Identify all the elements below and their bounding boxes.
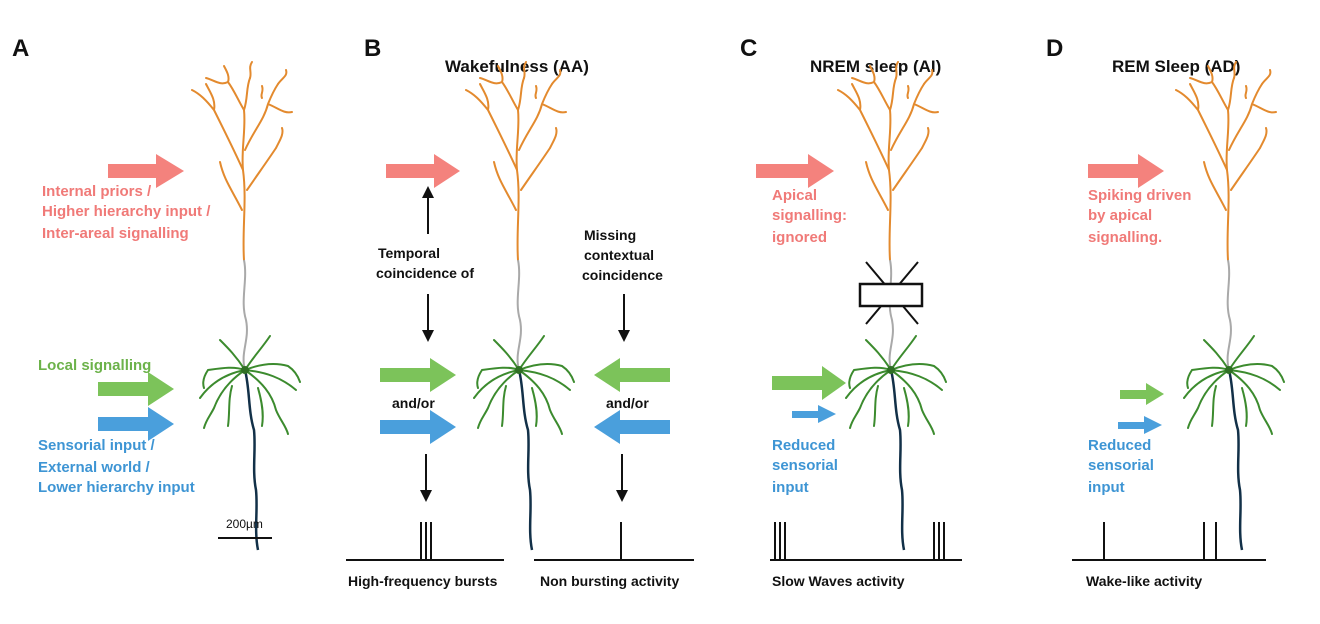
sensory-arrow-c <box>792 405 836 423</box>
temporal-coincidence-text: Temporal coincidence of <box>376 245 474 281</box>
local-arrow-d <box>1120 383 1164 405</box>
panel-d: D REM Sleep (AD) Spiking driven by apica… <box>1046 35 1286 589</box>
missing-coincidence-text: Missing contextual coincidence <box>582 227 663 283</box>
spike-trace-slow-waves <box>770 522 962 561</box>
panel-c: C NREM sleep (AI) Apical signalling: ign… <box>740 35 962 589</box>
down-arrow-b-burst <box>420 454 432 502</box>
panel-title-b: Wakefulness (AA) <box>445 57 589 76</box>
apical-input-arrow-b <box>386 154 460 188</box>
reduced-sensory-text-d: Reduced sensorial input <box>1088 437 1158 496</box>
sensory-arrow-d <box>1118 416 1162 434</box>
local-signalling-text: Local signalling <box>38 357 151 374</box>
apical-input-arrow-c <box>756 154 834 188</box>
panel-label-a: A <box>12 35 29 62</box>
down-arrow-b-right <box>618 294 630 342</box>
caption-bursts: High-frequency bursts <box>348 573 498 589</box>
apical-ignored-text: Apical signalling: ignored <box>772 187 851 246</box>
apical-input-text: Internal priors / Higher hierarchy input… <box>42 183 215 242</box>
and-or-left: and/or <box>392 395 435 411</box>
pyramidal-neuron-a <box>190 60 302 552</box>
local-signalling-arrow <box>98 372 174 406</box>
panel-label-b: B <box>364 35 381 62</box>
apical-driven-text: Spiking driven by apical signalling. <box>1088 187 1196 246</box>
panel-b: B Wakefulness (AA) Temporal coincidence … <box>346 35 694 589</box>
panel-a: A Internal priors / Higher hierarchy inp… <box>12 35 302 552</box>
panel-title-c: NREM sleep (AI) <box>810 57 941 76</box>
pyramidal-neuron-b <box>464 60 576 552</box>
pyramidal-neuron-d <box>1174 60 1286 552</box>
down-arrow-b-left <box>422 294 434 342</box>
spike-trace-bursts <box>346 522 504 561</box>
down-arrow-b-nonburst <box>616 454 628 502</box>
sensory-input-arrow <box>98 407 174 441</box>
caption-slow-waves: Slow Waves activity <box>772 573 905 589</box>
panel-title-d: REM Sleep (AD) <box>1112 57 1240 76</box>
up-arrow-b <box>422 186 434 234</box>
apical-input-arrow-d <box>1088 154 1164 188</box>
sensory-input-text: Sensorial input / External world / Lower… <box>38 437 195 496</box>
caption-wake-like: Wake-like activity <box>1086 573 1202 589</box>
local-arrow-c <box>772 366 846 400</box>
spike-trace-wake-like <box>1072 522 1266 561</box>
scale-bar-label: 200µm <box>226 517 263 531</box>
sensory-arrow-b-left <box>380 410 456 444</box>
apical-input-arrow <box>108 154 184 188</box>
decoupling-block <box>858 261 924 325</box>
reduced-sensory-text-c: Reduced sensorial input <box>772 437 842 496</box>
panel-label-d: D <box>1046 35 1063 62</box>
and-or-right: and/or <box>606 395 649 411</box>
local-arrow-b-right <box>594 358 670 392</box>
panel-label-c: C <box>740 35 757 62</box>
sensory-arrow-b-right <box>594 410 670 444</box>
caption-nonbursting: Non bursting activity <box>540 573 679 589</box>
spike-trace-nonbursting <box>534 522 694 561</box>
local-arrow-b-left <box>380 358 456 392</box>
